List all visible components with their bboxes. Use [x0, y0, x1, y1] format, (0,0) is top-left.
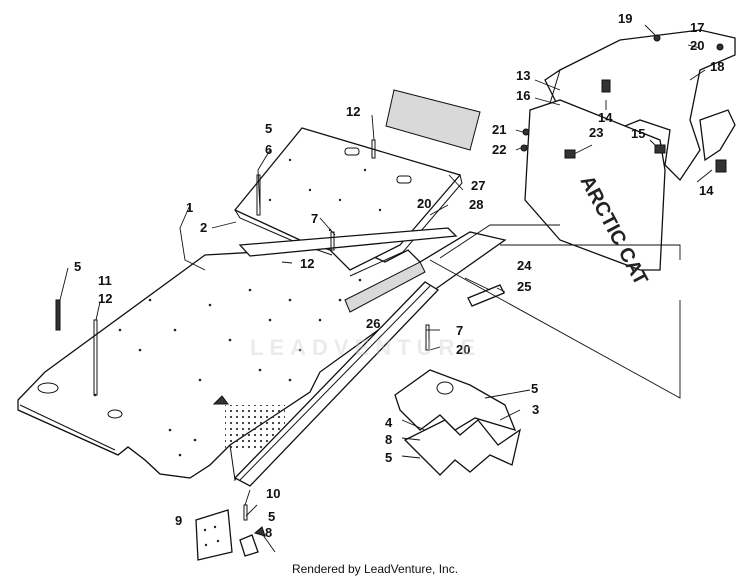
- callout-27: 27: [471, 178, 485, 193]
- callout-7a: 7: [311, 211, 318, 226]
- decal-27: [385, 89, 481, 151]
- footer-credit: Rendered by LeadVenture, Inc.: [291, 562, 459, 576]
- plate-9: [195, 509, 266, 561]
- leader-lines: [59, 24, 713, 553]
- callout-24: 24: [517, 258, 532, 273]
- callout-5c: 5: [531, 381, 538, 396]
- logo-plate-26: [344, 261, 426, 313]
- bracket-3: [394, 369, 522, 476]
- callout-5d: 5: [385, 450, 392, 465]
- callout-12c: 12: [300, 256, 314, 271]
- callout-20c: 20: [456, 342, 470, 357]
- callout-18: 18: [710, 59, 724, 74]
- callout-26: 26: [366, 316, 380, 331]
- callout-8a: 8: [385, 432, 392, 447]
- callout-12b: 12: [346, 104, 360, 119]
- callout-8b: 8: [265, 525, 272, 540]
- callout-9: 9: [175, 513, 182, 528]
- callout-14a: 14: [598, 110, 613, 125]
- callout-11: 11: [98, 273, 112, 288]
- callout-17: 17: [690, 20, 704, 35]
- callout-7b: 7: [456, 323, 463, 338]
- callout-20a: 20: [690, 38, 704, 53]
- callout-15: 15: [631, 126, 645, 141]
- callout-19: 19: [618, 11, 632, 26]
- callout-10: 10: [266, 486, 280, 501]
- callout-12a: 12: [98, 291, 112, 306]
- callout-4: 4: [385, 415, 393, 430]
- rail-10: [233, 281, 440, 487]
- callout-3: 3: [532, 402, 539, 417]
- callout-5a: 5: [74, 259, 81, 274]
- callout-14b: 14: [699, 183, 714, 198]
- callout-13: 13: [516, 68, 530, 83]
- reinforcement-strip: [238, 227, 458, 257]
- callout-5b: 5: [265, 121, 272, 136]
- bumper-assembly: ARCTIC CAT: [524, 29, 736, 289]
- callout-21: 21: [492, 122, 506, 137]
- callout-28: 28: [469, 197, 483, 212]
- callout-25: 25: [517, 279, 531, 294]
- callout-20b: 20: [417, 196, 431, 211]
- callout-22: 22: [492, 142, 506, 157]
- callout-1: 1: [186, 200, 193, 215]
- callout-16: 16: [516, 88, 530, 103]
- watermark: LEADVENTURE: [250, 335, 482, 360]
- fasteners: [55, 34, 727, 521]
- callout-labels: 1 2 3 4 5 5 5 5 5 6 7 7 8 8 9 10 11 12 1…: [74, 11, 724, 540]
- callout-23: 23: [589, 125, 603, 140]
- callout-6: 6: [265, 142, 272, 157]
- callout-5e: 5: [268, 509, 275, 524]
- callout-2: 2: [200, 220, 207, 235]
